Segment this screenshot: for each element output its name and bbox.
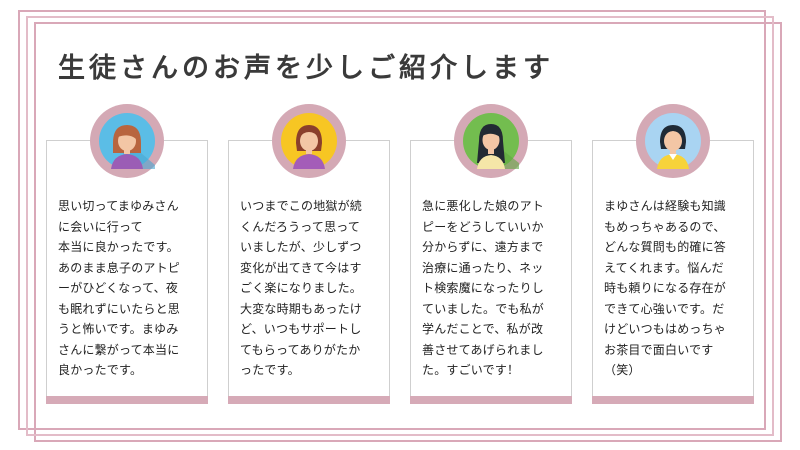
card-bottom-bar xyxy=(410,396,572,404)
avatar xyxy=(90,104,164,178)
avatar xyxy=(272,104,346,178)
testimonial-card: まゆさんは経験も知識 もめっちゃあるので、 どんな質問も的確に答 えてくれます。… xyxy=(592,140,754,404)
testimonial-card: 急に悪化した娘のアト ピーをどうしていいか 分からずに、遠方まで 治療に通ったり… xyxy=(410,140,572,404)
testimonial-text: まゆさんは経験も知識 もめっちゃあるので、 どんな質問も的確に答 えてくれます。… xyxy=(604,199,727,377)
page-title: 生徒さんのお声を少しご紹介します xyxy=(58,53,554,84)
testimonial-card: いつまでこの地獄が続 くんだろうって思って いましたが、少しずつ 変化が出てきて… xyxy=(228,140,390,404)
testimonial-text: いつまでこの地獄が続 くんだろうって思って いましたが、少しずつ 変化が出てきて… xyxy=(240,199,363,377)
testimonial-card: 思い切ってまゆみさん に会いに行って 本当に良かったです。 あのまま息子のアトピ… xyxy=(46,140,208,404)
card-bottom-bar xyxy=(592,396,754,404)
avatar xyxy=(454,104,528,178)
card-bottom-bar xyxy=(46,396,208,404)
testimonial-text: 急に悪化した娘のアト ピーをどうしていいか 分からずに、遠方まで 治療に通ったり… xyxy=(422,199,545,377)
woman-purple-shirt-icon xyxy=(281,113,337,169)
woman-brown-hair-icon xyxy=(99,113,155,169)
testimonial-text: 思い切ってまゆみさん に会いに行って 本当に良かったです。 あのまま息子のアトピ… xyxy=(58,199,181,377)
woman-long-hair-icon xyxy=(463,113,519,169)
woman-yellow-shirt-icon xyxy=(645,113,701,169)
card-bottom-bar xyxy=(228,396,390,404)
avatar xyxy=(636,104,710,178)
